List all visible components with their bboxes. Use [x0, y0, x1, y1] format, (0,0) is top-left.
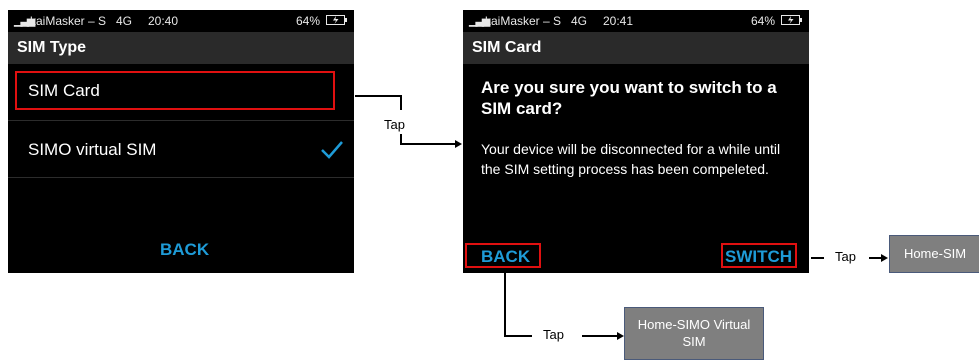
home-simo-virtual-sim-box: Home-SIMO Virtual SIM	[624, 307, 764, 360]
highlight-sim-card	[15, 71, 335, 110]
tap-label: Tap	[384, 117, 405, 132]
option-label: SIMO virtual SIM	[28, 140, 157, 159]
status-bar: ▁▃▅ kaiMasker – S 4G 20:40 64%	[8, 10, 354, 32]
connector-line	[400, 134, 402, 144]
network-type: 4G	[116, 14, 133, 28]
signal-icon: ▁▃▅	[469, 15, 490, 27]
battery-percent: 64%	[751, 14, 776, 28]
switch-button[interactable]: SWITCH	[725, 247, 793, 266]
connector-line	[504, 335, 532, 337]
checkmark-icon	[321, 141, 343, 159]
status-bar: ▁▃▅ kaiMasker – S 4G 20:41 64%	[463, 10, 809, 32]
tap-label: Tap	[835, 249, 856, 264]
battery-percent: 64%	[296, 14, 321, 28]
home-sim-box: Home-SIM	[889, 235, 979, 273]
connector-line	[869, 257, 883, 259]
connector-line	[504, 269, 506, 336]
highlight-switch	[721, 243, 797, 268]
connector-line	[355, 95, 401, 97]
option-label: SIM Card	[28, 81, 100, 100]
confirm-question: Are you sure you want to switch to a SIM…	[481, 78, 777, 118]
clock: 20:41	[603, 14, 634, 28]
carrier-text: kaiMasker – S	[30, 14, 107, 28]
confirm-message: Your device will be disconnected for a w…	[481, 141, 781, 177]
back-button[interactable]: BACK	[481, 247, 531, 266]
connector-line	[582, 335, 618, 337]
title-bar: SIM Card	[463, 32, 809, 64]
highlight-back	[465, 243, 541, 268]
clock: 20:40	[148, 14, 179, 28]
option-simo-virtual-sim[interactable]: SIMO virtual SIM	[8, 121, 354, 178]
battery-charging-icon	[781, 15, 802, 25]
battery-charging-icon	[326, 15, 347, 25]
back-button[interactable]: BACK	[160, 240, 210, 259]
title-bar: SIM Type	[8, 32, 354, 64]
connector-line	[400, 95, 402, 110]
arrow-right-icon	[617, 332, 624, 340]
sim-type-screen: ▁▃▅ kaiMasker – S 4G 20:40 64% SIM Type …	[8, 10, 354, 273]
arrow-right-icon	[455, 140, 462, 148]
connector-line	[400, 143, 456, 145]
carrier-text: kaiMasker – S	[485, 14, 562, 28]
connector-line	[811, 257, 824, 259]
network-type: 4G	[571, 14, 588, 28]
sim-card-confirm-screen: ▁▃▅ kaiMasker – S 4G 20:41 64% SIM Card …	[463, 10, 809, 273]
page-title: SIM Type	[17, 39, 87, 56]
option-sim-card[interactable]: SIM Card	[8, 64, 354, 121]
page-title: SIM Card	[472, 39, 542, 56]
signal-icon: ▁▃▅	[14, 15, 35, 27]
tap-label: Tap	[543, 327, 564, 342]
arrow-right-icon	[881, 254, 888, 262]
